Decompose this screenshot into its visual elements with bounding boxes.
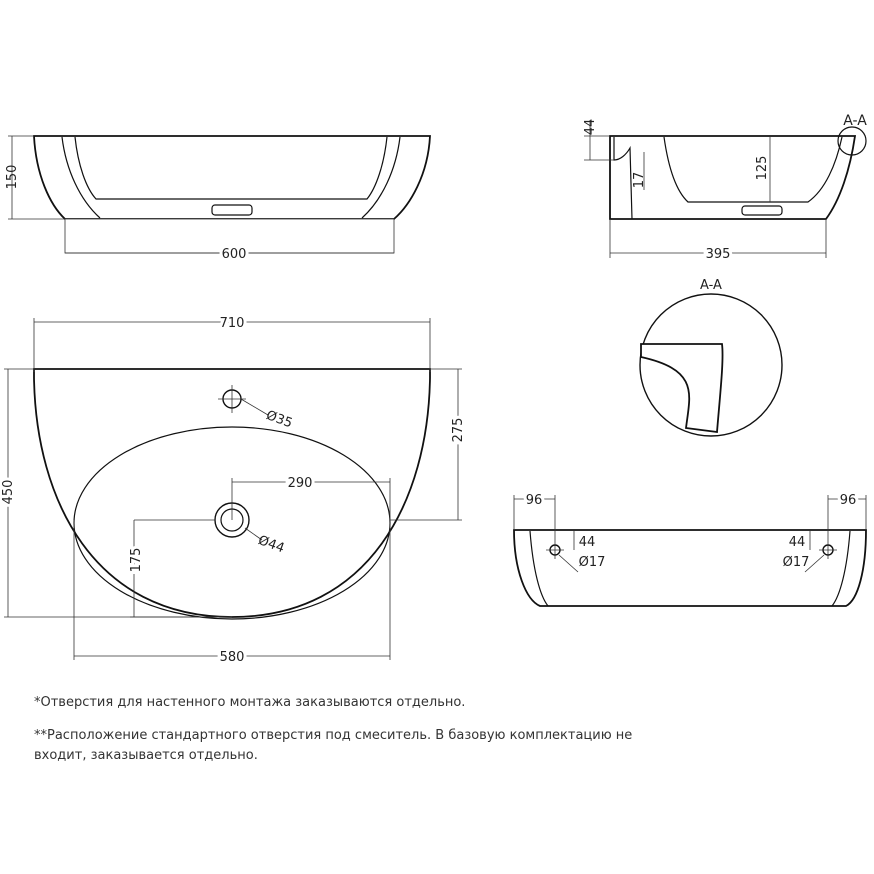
detail-profile xyxy=(640,343,724,434)
front-outline xyxy=(33,135,431,220)
note-wall-mount-holes: *Отверстия для настенного монтажа заказы… xyxy=(34,695,466,710)
detail-circle xyxy=(639,293,783,437)
section-a-a-label: A-A xyxy=(843,113,867,129)
back-left-hole-height-label: 44 xyxy=(579,535,596,550)
detail-a-a: A-A xyxy=(639,278,783,437)
top-bowl-width-label: 580 xyxy=(220,650,245,665)
back-left-wall-line xyxy=(529,530,549,607)
front-view: 150 600 xyxy=(5,135,431,265)
front-right-wall-line xyxy=(361,136,401,219)
side-top-thickness-label: 44 xyxy=(583,119,598,136)
top-depth-label: 450 xyxy=(1,480,16,505)
back-right-hole-height-label: 44 xyxy=(789,535,806,550)
note-mixer-hole: **Расположение стандартного отверстия по… xyxy=(34,728,633,763)
front-inner-bowl xyxy=(74,136,388,200)
front-height-label: 150 xyxy=(5,165,20,190)
side-wall-profile xyxy=(613,137,633,220)
back-left-offset-label: 96 xyxy=(526,493,543,508)
back-view: 96 96 44 Ø17 44 Ø17 xyxy=(513,490,867,607)
back-right-hole-dia-label: Ø17 xyxy=(783,555,810,570)
side-width-label: 395 xyxy=(706,247,731,262)
back-right-wall-line xyxy=(831,530,851,607)
top-front-drain-label: 175 xyxy=(129,548,144,573)
back-outline xyxy=(513,529,867,607)
top-view: Ø35 Ø44 710 450 275 290 175 580 xyxy=(0,313,469,668)
side-drain xyxy=(741,205,783,216)
side-depth-label: 125 xyxy=(755,156,770,181)
top-drain-offset-label: 290 xyxy=(288,476,313,491)
side-view: A-A 44 17 125 395 xyxy=(583,113,867,265)
top-drain-depth-label: 275 xyxy=(451,418,466,443)
side-inner-bowl xyxy=(663,136,843,203)
front-width-label: 600 xyxy=(222,247,247,262)
detail-label: A-A xyxy=(700,278,722,293)
back-right-offset-label: 96 xyxy=(840,493,857,508)
side-outline xyxy=(609,135,857,220)
back-left-hole-dia-label: Ø17 xyxy=(579,555,606,570)
front-left-wall-line xyxy=(61,136,101,219)
front-drain xyxy=(211,204,253,216)
top-width-label: 710 xyxy=(220,316,245,331)
section-a-a-marker xyxy=(837,126,867,156)
side-rim-label: 17 xyxy=(632,172,647,189)
